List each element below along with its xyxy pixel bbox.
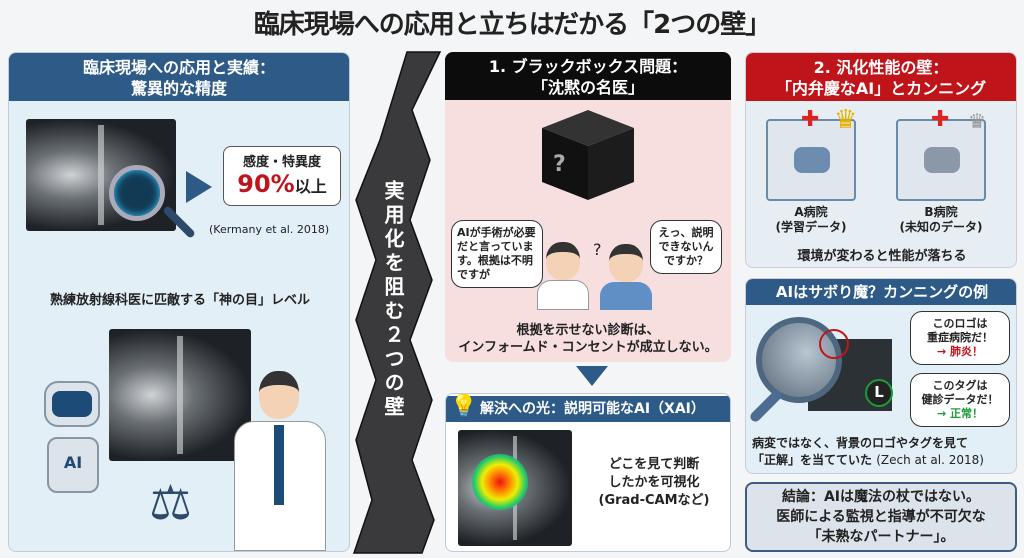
generalization-caption: 環境が変わると性能が落ちる [797,249,967,264]
header-line: 驚異的な精度 [130,79,227,98]
bubble-text: 健診データだ！ [921,393,999,406]
patient-figure [600,244,652,310]
conclusion-line: 医師による監視と指導が不可欠な [776,509,986,525]
hospital-a-icon: ✚ [766,107,856,201]
cheating-caption: 病変ではなく、背景のロゴやタグを見て 「正解」を当てていた (Zech at a… [752,435,1014,469]
doctor-figure [537,242,589,310]
stat-suffix: 以上 [294,177,327,196]
tag-speech-bubble: このタグは健診データだ！→ 正常！ [910,373,1010,427]
cheating-panel: AIはサボり魔？カンニングの例 L このロゴは重症病院だ！→ 肺炎！ このタグは… [745,278,1017,474]
page-title: 臨床現場への応用と立ちはだかる「2つの壁」 [253,10,772,40]
magnifier-icon [756,317,842,403]
xai-description: どこを見て判断 したかを可視化 (Grad-CAMなど) [584,456,724,510]
patient-speech-bubble: えっ、説明できないんですか？ [650,220,722,274]
magnifier-handle [748,388,784,424]
question-mark-icon: ? [553,152,566,177]
bubble-text: → 正常！ [936,407,984,420]
caption: 熟練放射線科医に匹敵する「神の目」レベル [49,293,310,308]
xai-text: どこを見て判断 [608,457,700,472]
citation: (Zech at al. 2018) [876,453,984,467]
conclusion-box: 結論：AIは魔法の杖ではない。 医師による監視と指導が不可欠な 「未熟なパートナ… [745,482,1017,552]
doctor-illustration [224,371,334,551]
panel-header: 2. 汎化性能の壁： 「内弁慶なAI」とカンニング [746,53,1016,101]
panel-header: 臨床現場への応用と実績： 驚異的な精度 [9,53,349,101]
bubble-text: このロゴは [932,317,988,330]
xai-header: 解決への光：説明可能なAI（XAI） [446,396,730,422]
stat-box: 感度・特異度 90%以上 [223,146,341,206]
arrow-down-icon [576,366,608,386]
ai-robot-illustration: AI [29,373,119,543]
caption-line: 根拠を示せない診断は、 [516,323,660,338]
magnifier-brain-icon [109,165,165,221]
blackbox-caption: 根拠を示せない診断は、 インフォームド・コンセントが成立しない。 [445,322,731,356]
label: B病院 [924,205,958,219]
label: (学習データ) [775,220,847,234]
caption-line: 病変ではなく、背景のロゴやタグを見て [752,436,969,450]
header-line: 1. ブラックボックス問題： [488,57,688,76]
hospital-a-label: A病院(学習データ) [766,205,856,235]
header-line: 臨床現場への応用と実績： [82,58,275,77]
robot-label: AI [63,453,83,472]
bubble-text: 重症病院だ！ [927,331,993,344]
hospital-logo-highlight [819,329,849,359]
broken-crown-icon: ♛ [968,109,986,133]
xai-text: したかを可視化 [608,475,700,490]
caption-line: インフォームド・コンセントが成立しない。 [458,340,718,355]
light-bulb-icon: 💡 [450,394,478,419]
doctor-speech-bubble: AIが手術が必要だと言っています。根拠は不明ですが [451,220,543,288]
panel-header: 1. ブラックボックス問題： 「沈黙の名医」 [445,52,731,100]
arrow-right-icon [186,171,212,203]
citation: (Kermany et al. 2018) [209,223,330,236]
panel-header: AIはサボり魔？カンニングの例 [746,279,1016,305]
black-box-cube [542,110,634,200]
zigzag-wall [352,51,442,554]
stat-value: 90% [237,170,295,198]
clinical-application-panel: 臨床現場への応用と実績： 驚異的な精度 感度・特異度 90%以上 (Kerman… [8,52,350,552]
scales-icon: ⚖ [149,475,193,531]
label: A病院 [794,205,828,219]
crown-icon: ♛ [834,105,858,135]
bubble-text: → 肺炎！ [936,345,984,358]
xai-text: (Grad-CAMなど) [598,493,710,508]
l-tag-marker: L [865,379,893,407]
black-box-panel: 1. ブラックボックス問題： 「沈黙の名医」 ? AIが手術が必要だと言っていま… [445,52,731,362]
logo-speech-bubble: このロゴは重症病院だ！→ 肺炎！ [910,311,1010,365]
stat-label: 感度・特異度 [242,155,321,170]
header-line: 「内弁慶なAI」とカンニング [775,79,987,98]
label: (未知のデータ) [899,220,983,234]
heatmap-overlay [472,454,528,510]
chest-xray-display [109,329,251,461]
generalization-panel: 2. 汎化性能の壁： 「内弁慶なAI」とカンニング ✚ ♛ ✚ ♛ A病院(学習… [745,52,1017,268]
hospital-b-icon: ✚ [896,107,986,201]
header-line: 2. 汎化性能の壁： [813,58,949,77]
conclusion-line: 「未熟なパートナー」。 [807,529,955,545]
caption-line: 「正解」を当てていた [752,453,873,467]
wall-label: 実用化を阻む２つの壁 [381,180,405,420]
hospital-b-label: B病院(未知のデータ) [896,205,986,235]
header-line: 「沈黙の名医」 [531,78,644,97]
bubble-text: このタグは [932,379,988,392]
xai-panel: 解決への光：説明可能なAI（XAI） 💡 どこを見て判断 したかを可視化 (Gr… [445,393,731,552]
question-mark: ? [593,240,602,259]
conclusion-line: 結論：AIは魔法の杖ではない。 [781,489,981,505]
